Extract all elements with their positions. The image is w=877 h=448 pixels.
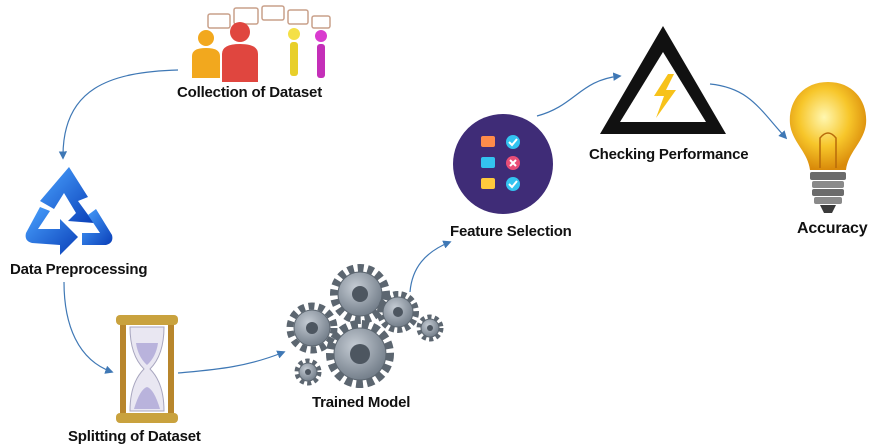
arrow-preprocessing-to-splitting [63, 281, 114, 374]
label-feature-selection: Feature Selection [450, 223, 572, 240]
warning-lightning-icon [600, 26, 726, 134]
arrow-feature-to-checking [536, 72, 622, 117]
label-collection-of-dataset: Collection of Dataset [177, 84, 322, 101]
gears-icon [286, 264, 444, 388]
recycle-icon [25, 167, 113, 255]
people-speech-bubbles-icon [192, 5, 331, 82]
arrow-checking-to-accuracy [709, 83, 788, 140]
checklist-icon [453, 114, 553, 214]
lightbulb-icon [789, 82, 867, 213]
label-splitting-of-dataset: Splitting of Dataset [68, 428, 201, 445]
arrow-trained-to-feature [409, 240, 452, 293]
label-data-preprocessing: Data Preprocessing [10, 261, 148, 278]
hourglass-icon [116, 315, 178, 423]
arrow-collection-to-preprocessing [58, 69, 179, 160]
label-checking-performance: Checking Performance [589, 146, 749, 163]
label-accuracy: Accuracy [797, 220, 868, 237]
label-trained-model: Trained Model [312, 394, 411, 411]
arrow-splitting-to-trained [177, 350, 286, 374]
